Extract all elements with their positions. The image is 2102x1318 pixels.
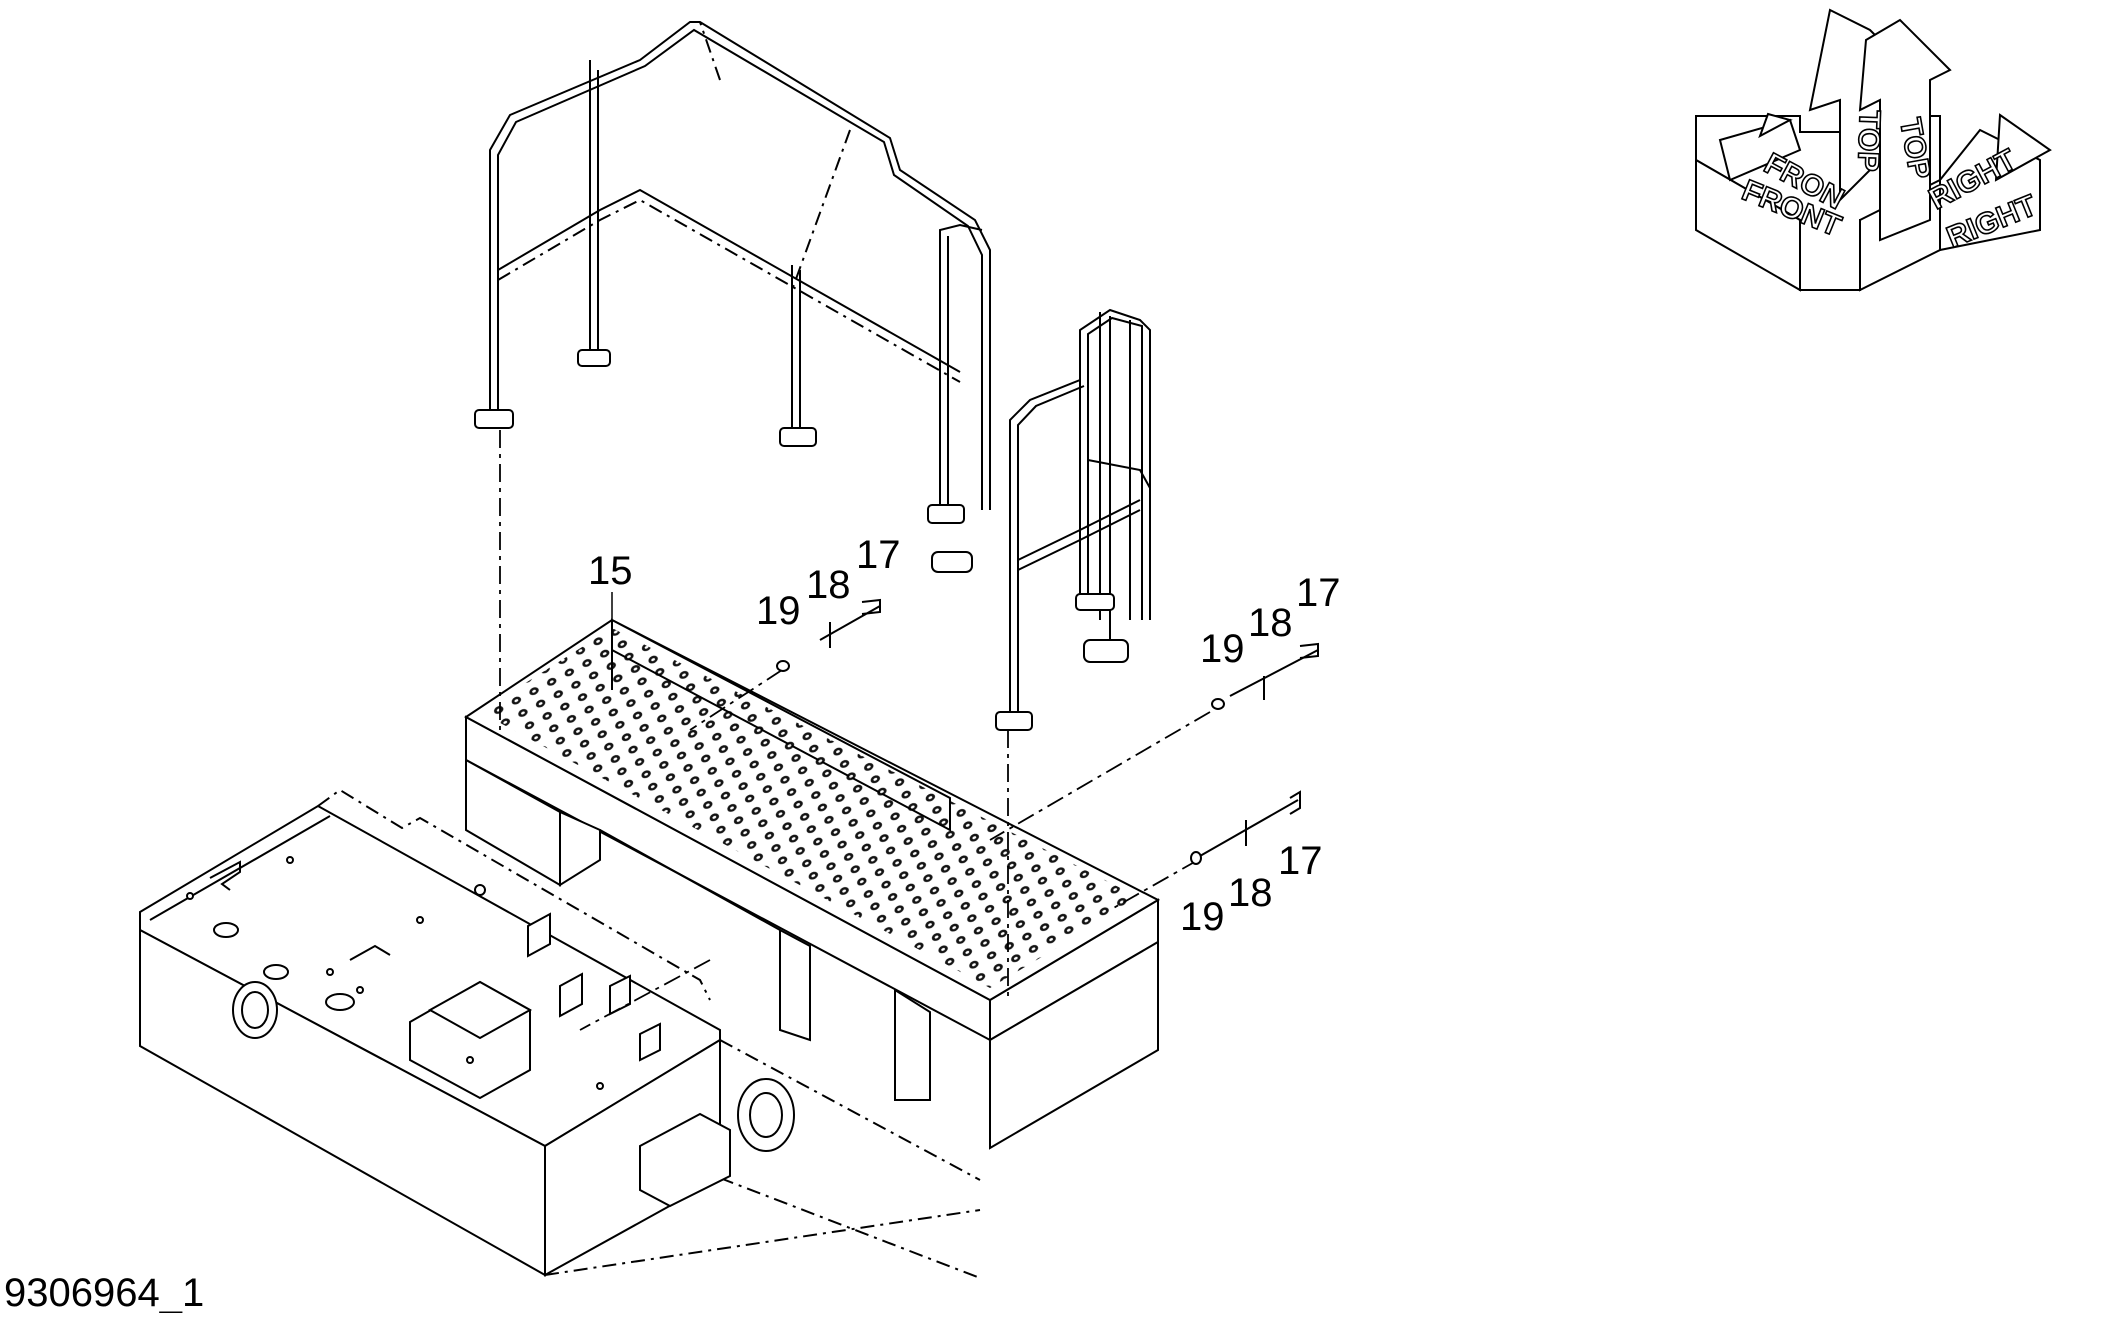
machine-frame — [139, 788, 981, 1279]
callout-18-right-lower: 18 — [1228, 871, 1273, 915]
washer-19-right-lower — [1190, 851, 1202, 865]
fastener-hardware — [776, 598, 1319, 865]
top-arrow-shadow — [1858, 18, 1952, 242]
callout-17-right-lower: 17 — [1278, 839, 1323, 883]
drawing-id: 9306964_1 — [4, 1271, 204, 1313]
right-arrowhead — [1994, 113, 2052, 182]
callout-17-right-upper: 17 — [1296, 571, 1341, 615]
callout-17-left: 17 — [856, 533, 901, 577]
callout-18-right-upper: 18 — [1248, 601, 1293, 645]
washer-19-right-upper — [1211, 698, 1225, 710]
handrail-right-ladder — [995, 308, 1151, 731]
front-arrowhead — [1758, 112, 1793, 139]
step-platform — [464, 618, 1161, 1150]
callout-19-right-lower: 19 — [1180, 895, 1225, 939]
orientation-symbol — [1695, 8, 2052, 292]
washer-19-left — [776, 660, 790, 672]
callout-18-left: 18 — [806, 563, 851, 607]
orientation-label-top-1: TOP — [1851, 110, 1886, 172]
front-face — [1695, 158, 1801, 292]
callout-15: 15 — [588, 549, 633, 593]
callout-labels: 15 19 18 17 19 18 17 19 18 17 — [588, 533, 1341, 939]
handrail-left — [474, 21, 991, 573]
assembly-centerlines — [499, 430, 1211, 1031]
callout-19-left: 19 — [756, 589, 801, 633]
bolt-17-right-lower — [1289, 790, 1301, 815]
callout-19-right-upper: 19 — [1200, 627, 1245, 671]
